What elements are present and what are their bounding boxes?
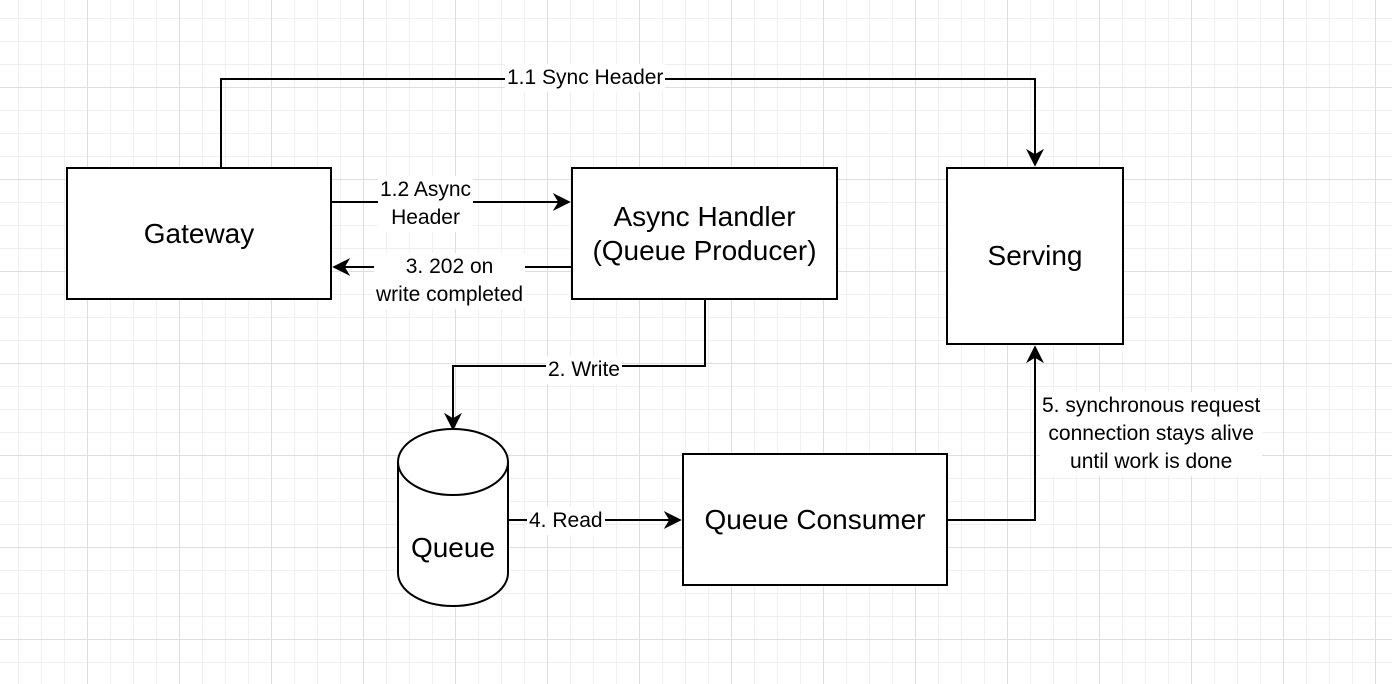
edge-synchronous-request[interactable] (946, 345, 1044, 521)
label-read: 4. Read (527, 507, 605, 535)
label-synchronous-request: 5. synchronous request connection stays … (1040, 392, 1263, 476)
label-accepted: 3. 202 on write completed (374, 253, 526, 309)
queue-cylinder[interactable] (397, 428, 509, 607)
label-async-header: 1.2 Async Header (378, 176, 474, 232)
edge-sync-header[interactable] (220, 78, 1044, 168)
serving-node[interactable]: Serving (946, 167, 1124, 345)
label-sync-header: 1.1 Sync Header (505, 64, 666, 92)
gateway-node[interactable]: Gateway (66, 167, 332, 300)
queue-node-label: Queue (410, 532, 496, 563)
label-write: 2. Write (546, 356, 622, 384)
queue-consumer-node[interactable]: Queue Consumer (682, 453, 948, 586)
async-handler-node[interactable]: Async Handler (Queue Producer) (571, 167, 838, 300)
